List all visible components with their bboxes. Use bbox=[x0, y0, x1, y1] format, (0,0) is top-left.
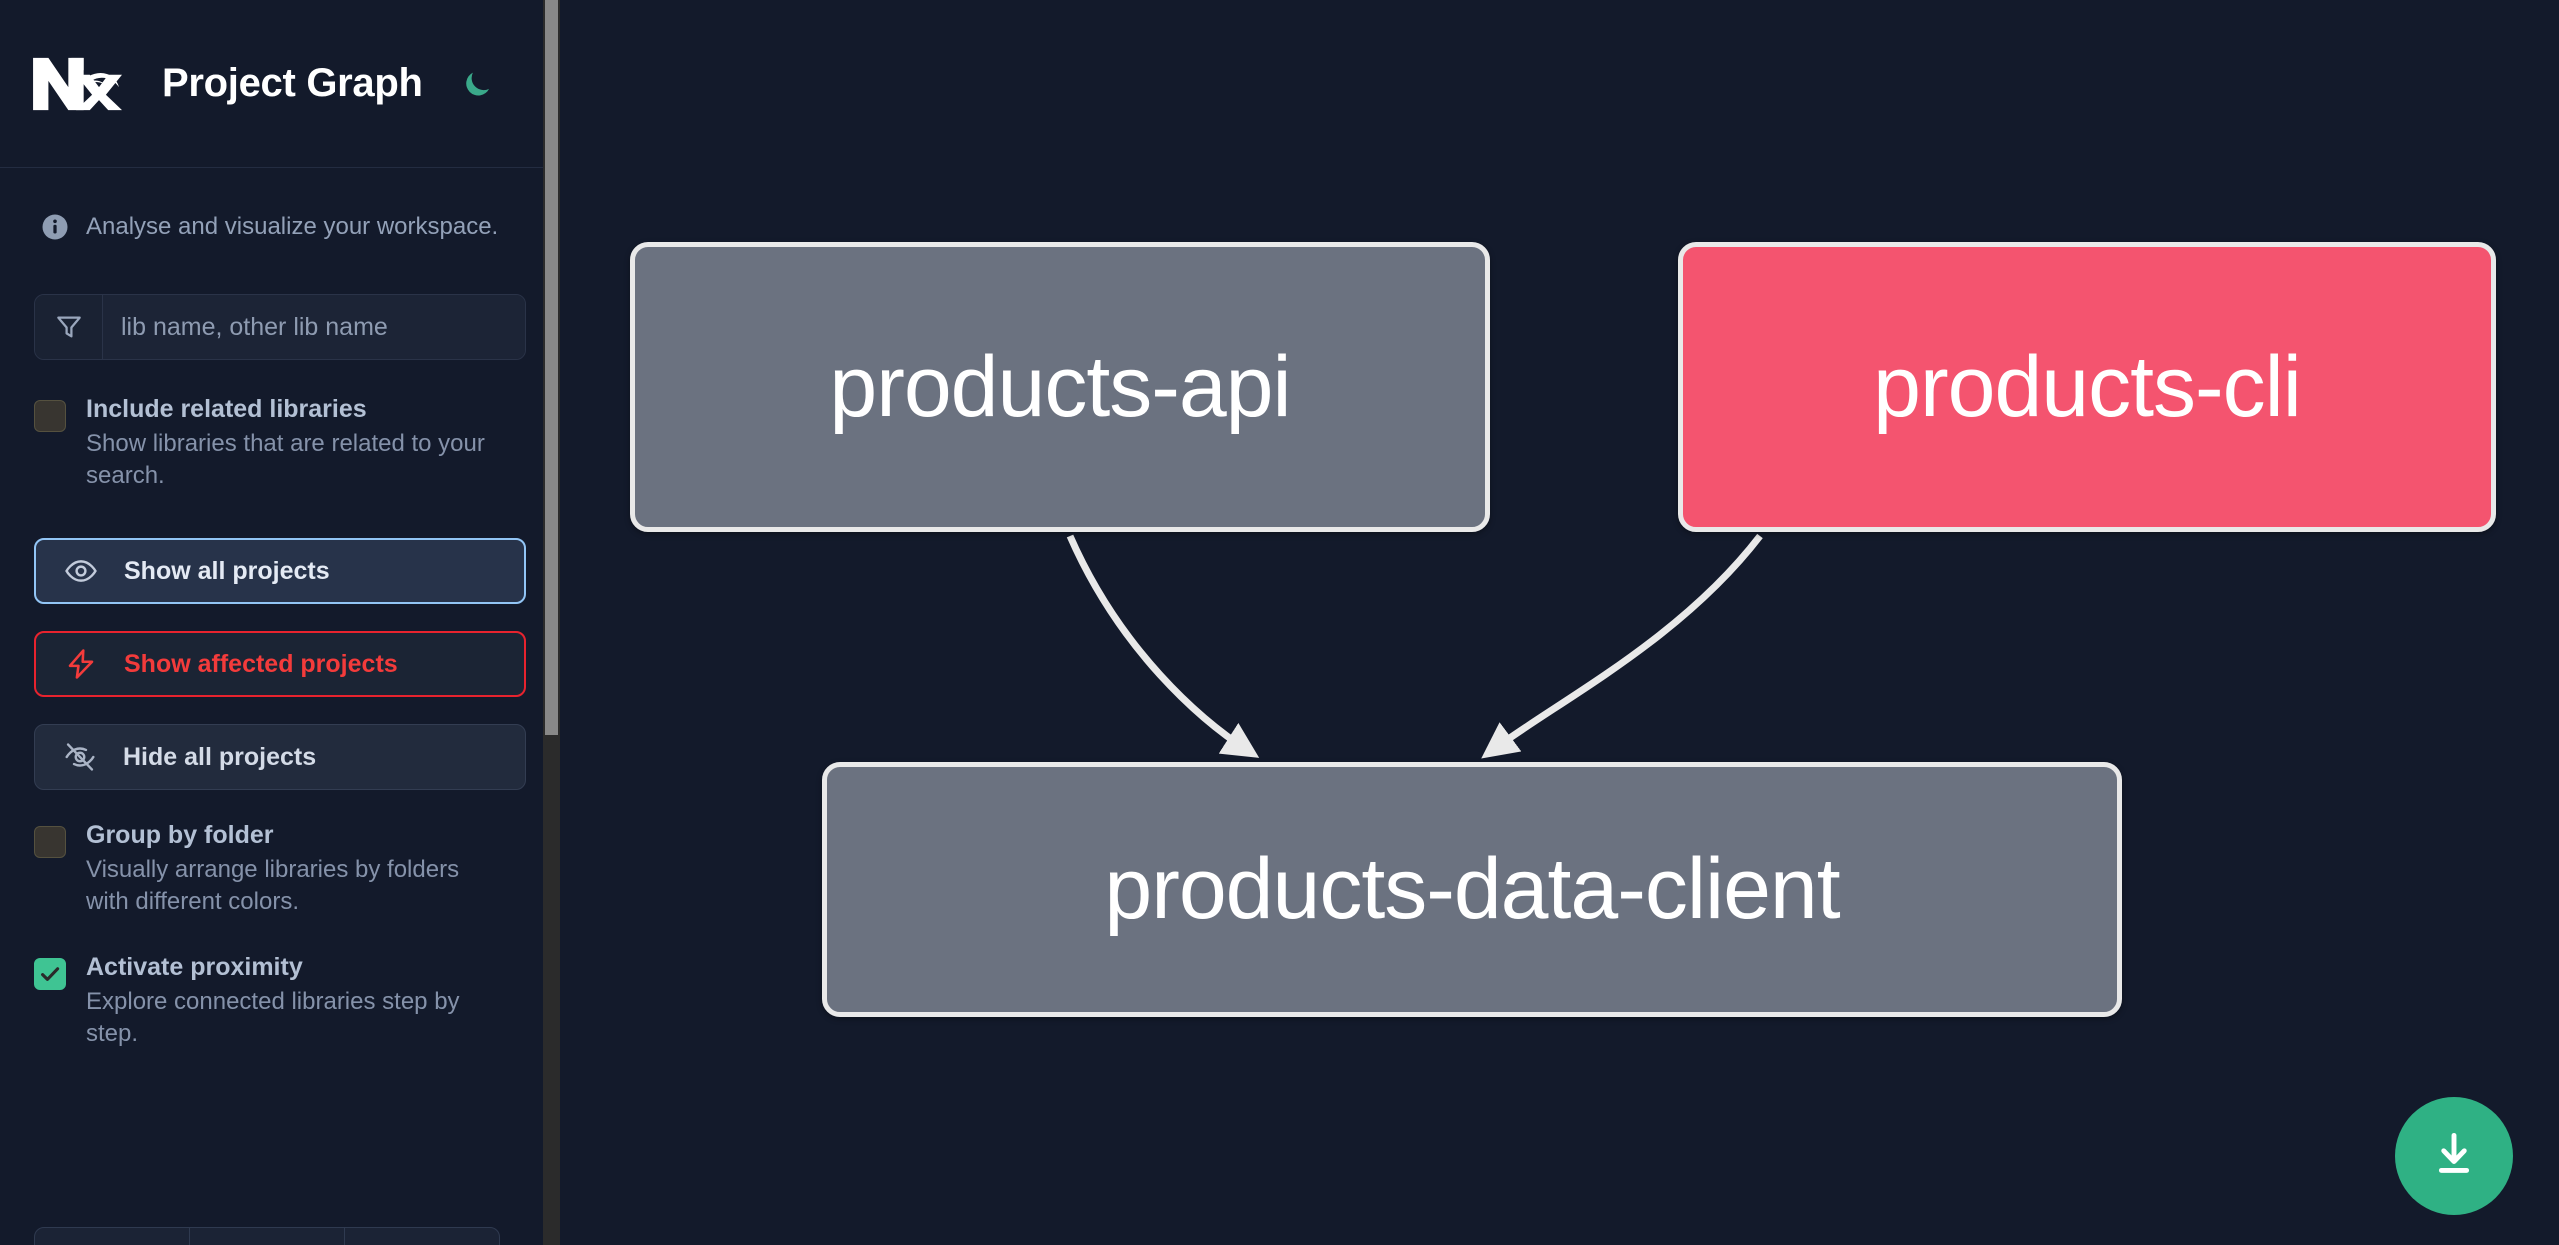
tagline-text: Analyse and visualize your workspace. bbox=[86, 213, 499, 240]
group-by-folder-checkbox[interactable] bbox=[34, 826, 66, 859]
tagline: Analyse and visualize your workspace. bbox=[34, 212, 526, 242]
graph-node-products-api[interactable]: products-api bbox=[630, 242, 1490, 532]
show-affected-projects-label: Show affected projects bbox=[124, 649, 398, 678]
lightning-icon bbox=[62, 645, 100, 683]
action-button-group: Show all projects Show affected projects bbox=[34, 538, 526, 791]
activate-proximity-description: Explore connected libraries step by step… bbox=[86, 988, 460, 1048]
include-related-libraries-description: Show libraries that are related to your … bbox=[86, 430, 485, 490]
show-all-projects-button[interactable]: Show all projects bbox=[34, 538, 526, 605]
moon-icon[interactable] bbox=[457, 64, 497, 104]
graph-node-label: products-api bbox=[829, 338, 1291, 435]
download-icon bbox=[2426, 1127, 2482, 1186]
info-icon bbox=[40, 212, 70, 242]
page-title: Project Graph bbox=[162, 61, 423, 105]
option-activate-proximity[interactable]: Activate proximity Explore connected lib… bbox=[34, 952, 526, 1050]
sidebar-header: Project Graph bbox=[0, 0, 560, 168]
search-input[interactable] bbox=[103, 295, 525, 359]
hide-all-projects-label: Hide all projects bbox=[123, 742, 317, 771]
nx-logo-icon bbox=[30, 53, 122, 115]
segment-2[interactable] bbox=[190, 1228, 345, 1245]
filter-funnel-icon bbox=[35, 295, 103, 359]
download-button[interactable] bbox=[2395, 1097, 2513, 1215]
check-icon bbox=[41, 967, 60, 982]
graph-node-products-data-client[interactable]: products-data-client bbox=[822, 762, 2122, 1017]
sidebar-content: Project Graph bbox=[0, 0, 560, 1245]
search-box[interactable] bbox=[34, 294, 526, 360]
activate-proximity-label: Activate proximity bbox=[86, 953, 303, 982]
sidebar-scrollbar-track[interactable] bbox=[543, 0, 560, 1245]
segment-3[interactable] bbox=[345, 1228, 499, 1245]
option-group-by-folder[interactable]: Group by folder Visually arrange librari… bbox=[34, 820, 526, 918]
graph-canvas[interactable]: products-api products-cli products-data-… bbox=[560, 0, 2559, 1245]
option-include-related-libraries[interactable]: Include related libraries Show libraries… bbox=[34, 394, 526, 492]
sidebar-controls: Analyse and visualize your workspace. bbox=[0, 212, 560, 1050]
include-related-libraries-checkbox[interactable] bbox=[34, 400, 66, 432]
bottom-segmented-control[interactable] bbox=[34, 1227, 500, 1245]
edge-products-cli-to-products-data-client bbox=[1481, 533, 1763, 759]
graph-edges bbox=[1066, 533, 1763, 759]
include-related-libraries-label: Include related libraries bbox=[86, 395, 367, 423]
eye-icon bbox=[62, 552, 100, 590]
group-by-folder-description: Visually arrange libraries by folders wi… bbox=[86, 856, 460, 916]
show-all-projects-label: Show all projects bbox=[124, 556, 330, 585]
segment-1[interactable] bbox=[35, 1228, 190, 1245]
graph-node-label: products-data-client bbox=[1104, 841, 1840, 937]
show-affected-projects-button[interactable]: Show affected projects bbox=[34, 631, 526, 698]
graph-node-products-cli[interactable]: products-cli bbox=[1678, 242, 2496, 532]
edge-products-api-to-products-data-client bbox=[1066, 534, 1260, 758]
hide-all-projects-button[interactable]: Hide all projects bbox=[34, 724, 526, 791]
sidebar: Project Graph bbox=[0, 0, 560, 1245]
group-by-folder-label: Group by folder bbox=[86, 821, 274, 850]
eye-off-icon bbox=[61, 738, 99, 776]
activate-proximity-checkbox[interactable] bbox=[34, 958, 66, 991]
graph-node-label: products-cli bbox=[1873, 338, 2302, 435]
sidebar-scrollbar-thumb[interactable] bbox=[545, 0, 558, 735]
